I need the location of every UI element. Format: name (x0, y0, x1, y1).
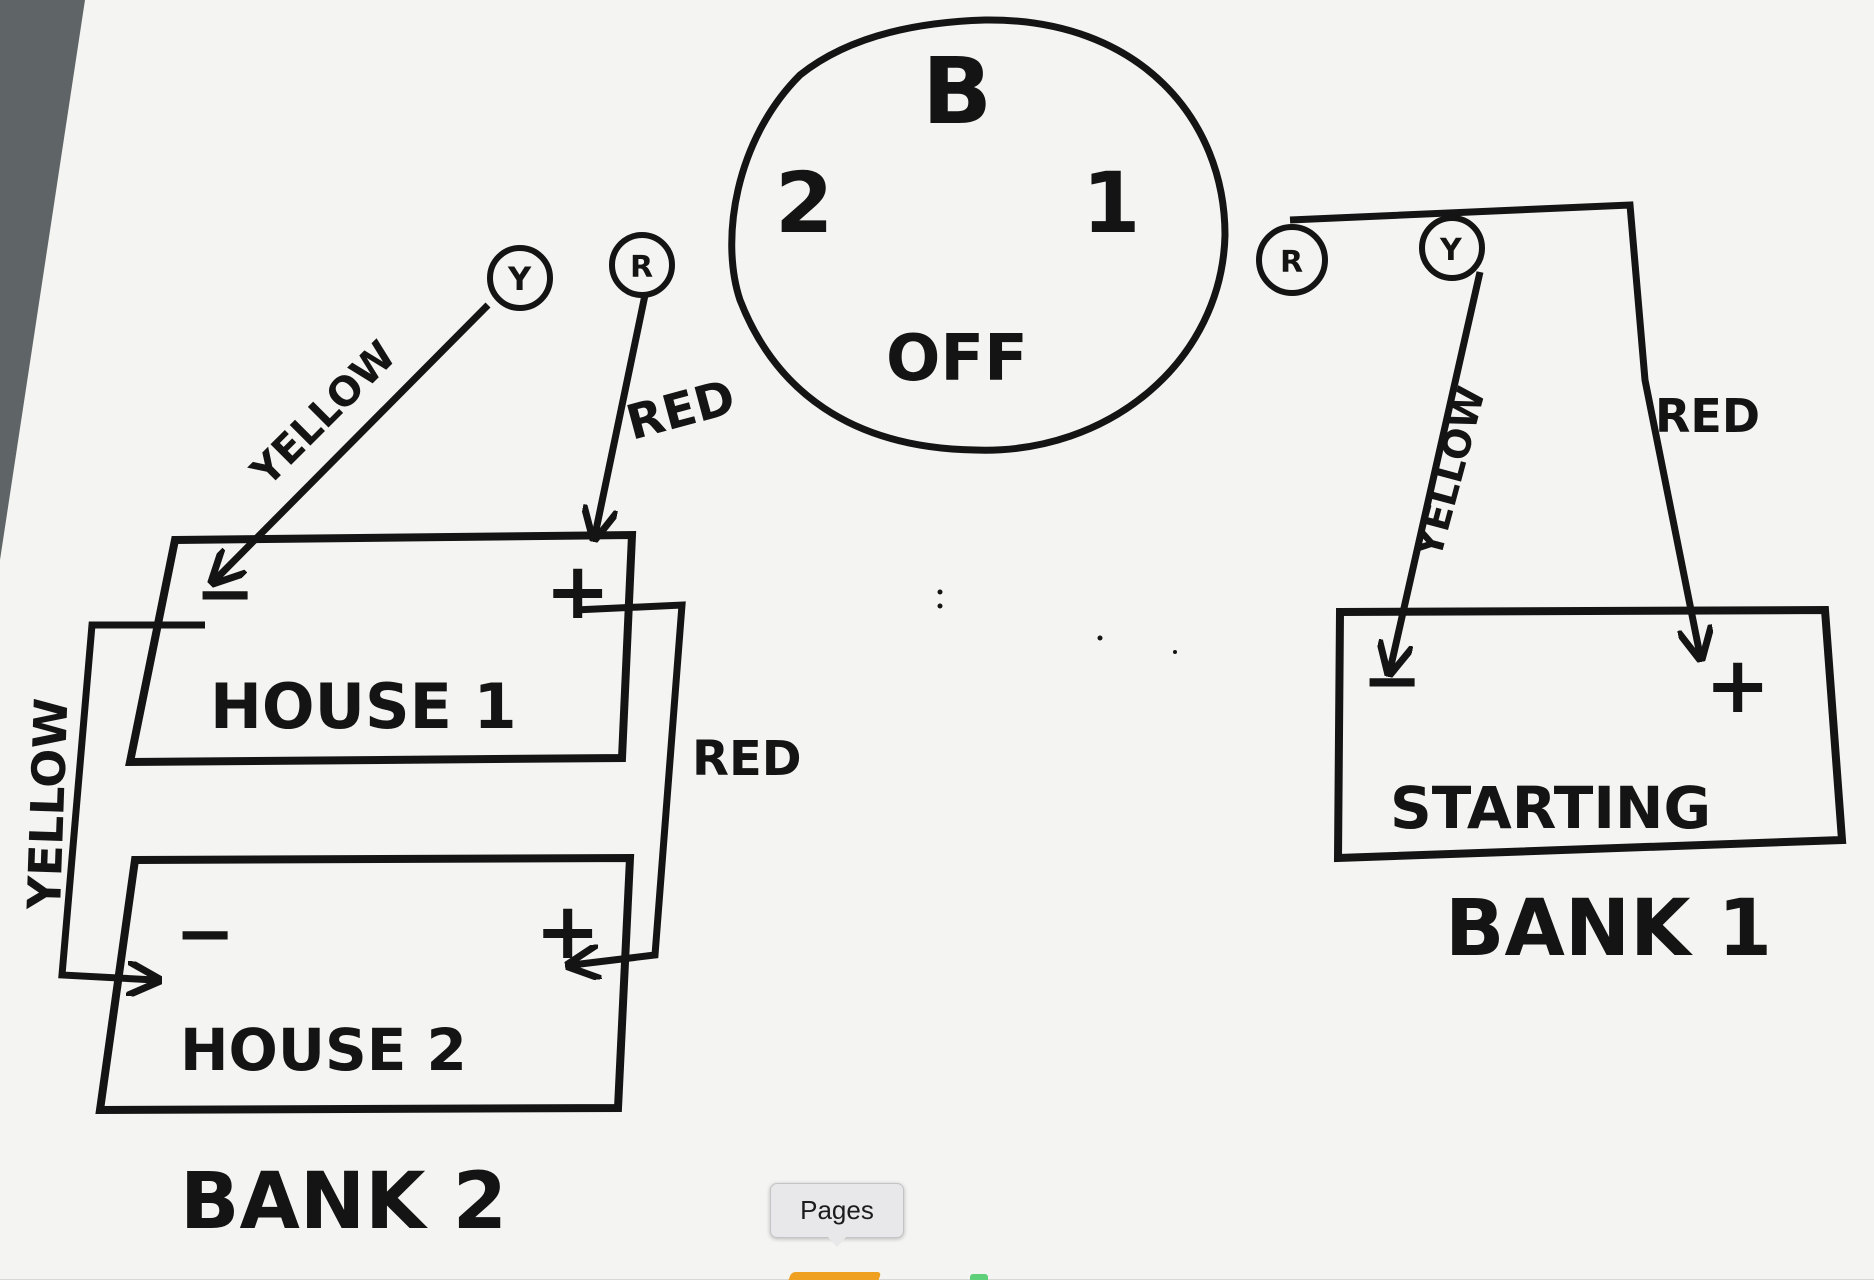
battery-negative: − (195, 551, 255, 635)
battery-house-1: − + HOUSE 1 (125, 530, 637, 767)
switch-position-2: 2 (775, 154, 833, 252)
battery-name: STARTING (1390, 774, 1711, 842)
switch-circle (728, 16, 1229, 454)
battery-outline (95, 853, 635, 1115)
switch-position-off: OFF (886, 322, 1028, 396)
bank-1-label: BANK 1 (1445, 884, 1772, 974)
wire-left-yellow (215, 302, 491, 580)
pages-tooltip: Pages (770, 1183, 904, 1238)
battery-outline (125, 530, 637, 767)
battery-switch: B 2 1 OFF (728, 16, 1229, 454)
battery-negative: − (1362, 638, 1422, 722)
ink-speck (1097, 635, 1103, 641)
battery-name: HOUSE 1 (210, 670, 517, 743)
wire-right-yellow (1390, 271, 1484, 670)
wire-house-link-yellow-label: YELLOW (17, 697, 78, 911)
terminal-label: Y (507, 260, 532, 298)
battery-starting: − + STARTING (1333, 605, 1847, 863)
wire-house-link-yellow (58, 621, 205, 980)
terminal-label: R (1280, 245, 1303, 280)
terminal-left-yellow: Y (487, 245, 553, 311)
battery-positive: + (545, 547, 610, 637)
tooltip-arrow (826, 1235, 848, 1247)
battery-negative: − (175, 891, 235, 975)
bank-2-label: BANK 2 (180, 1157, 507, 1247)
terminal-circle (1419, 215, 1485, 281)
wire-house-link-red-label: RED (692, 731, 802, 787)
terminal-label: R (630, 250, 653, 285)
terminal-label: Y (1439, 233, 1463, 268)
wire-left-red (595, 294, 649, 535)
battery-positive: + (1705, 641, 1770, 731)
wire-right-red-label: RED (1655, 389, 1760, 443)
terminal-circle (487, 245, 553, 311)
ink-speck (937, 589, 943, 595)
terminal-right-red: R (1256, 224, 1328, 296)
ink-speck (937, 603, 943, 609)
ink-speck (1173, 650, 1177, 654)
pages-app-icon[interactable] (788, 1272, 882, 1280)
dock-app-icon[interactable] (970, 1274, 988, 1280)
wire-house-link-red (572, 601, 686, 965)
terminal-circle (1256, 224, 1328, 296)
terminal-right-yellow: Y (1419, 215, 1485, 281)
switch-position-both: B (922, 38, 992, 145)
wire-right-red (1289, 201, 1700, 655)
battery-name: HOUSE 2 (180, 1016, 467, 1084)
switch-position-1: 1 (1082, 154, 1140, 252)
battery-outline (1333, 605, 1847, 863)
